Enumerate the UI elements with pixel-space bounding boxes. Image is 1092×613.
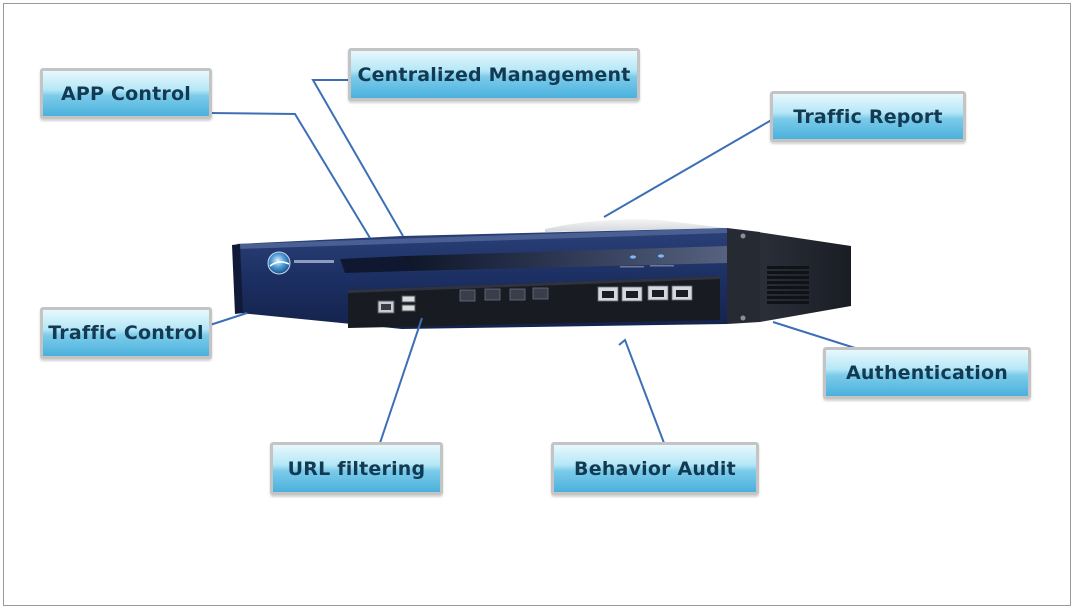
label-traffic-report: Traffic Report — [770, 91, 966, 142]
device-top-lid — [545, 219, 725, 232]
connector-centralized-management — [311, 79, 404, 237]
label-traffic-control: Traffic Control — [40, 307, 212, 359]
label-authentication: Authentication — [823, 347, 1031, 399]
console-usb-ports — [377, 295, 416, 314]
device-logo — [267, 251, 334, 275]
ethernet-bays-unused — [459, 287, 549, 302]
device-side-panel — [758, 232, 851, 322]
device-front-panel — [232, 228, 760, 329]
label-centralized-management: Centralized Management — [348, 48, 640, 101]
connector-url-filtering — [379, 317, 423, 444]
label-url-filtering: URL filtering — [270, 442, 443, 495]
ethernet-ports-active — [597, 285, 693, 302]
led-indicators — [620, 254, 674, 268]
connector-traffic-report — [603, 117, 776, 218]
label-behavior-audit: Behavior Audit — [551, 442, 759, 495]
connector-traffic-control — [209, 312, 248, 326]
connector-lines — [209, 79, 856, 444]
connector-behavior-audit — [618, 338, 665, 444]
label-app-control: APP Control — [40, 68, 212, 119]
connector-authentication — [772, 321, 856, 349]
connector-app-control — [209, 112, 371, 239]
